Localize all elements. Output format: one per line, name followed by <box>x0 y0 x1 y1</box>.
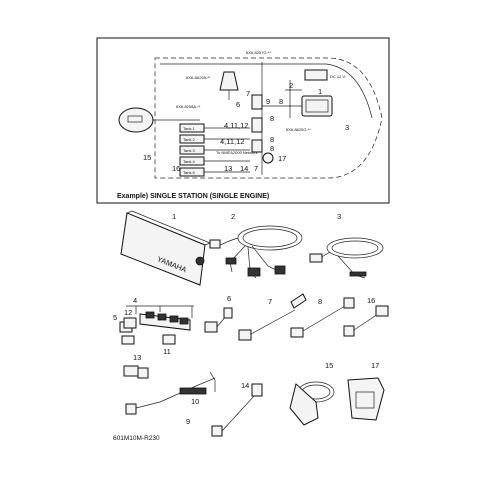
cable-8 <box>290 297 355 338</box>
part-num-10: 10 <box>191 397 199 406</box>
voltage-label: DC 12 V <box>330 74 345 79</box>
cable-14 <box>211 383 263 437</box>
callout-13: 13 <box>224 164 232 173</box>
code-label-2: 6X6-8257G-** <box>246 50 271 55</box>
part-num-5: 5 <box>113 313 117 322</box>
callout-16: 16 <box>172 164 180 173</box>
tank-label-4: Tank 4 <box>183 159 196 164</box>
connector-13 <box>123 365 149 379</box>
tank-label-2: Tank 2 <box>183 137 196 142</box>
part-num-17: 17 <box>371 361 379 370</box>
code-label-3: 6X6-8258A-** <box>176 104 201 109</box>
junction-box-2 <box>251 117 263 133</box>
part-num-11: 11 <box>163 347 171 356</box>
sensor-icon <box>219 71 239 100</box>
part-num-2: 2 <box>231 212 235 221</box>
callout-4a: 4,11,12 <box>224 121 248 130</box>
hull-inner-line <box>160 63 373 119</box>
tank-label-3: Tank 3 <box>183 148 196 153</box>
display-unit: YAMAHA <box>120 210 211 286</box>
cable-16 <box>343 305 389 337</box>
connector-12 <box>123 317 137 329</box>
callout-17: 17 <box>278 154 286 163</box>
part-num-9: 9 <box>186 417 190 426</box>
connector-11 <box>162 334 176 345</box>
tank-label-5: Tank 5 <box>183 170 196 175</box>
speed-sensor-icon <box>262 152 274 164</box>
callout-7b: 7 <box>254 164 258 173</box>
terminal-block-4 <box>126 305 194 331</box>
part-num-14: 14 <box>241 381 249 390</box>
callout-3: 3 <box>345 123 349 132</box>
tank-label-1: Tank 1 <box>183 126 196 131</box>
callout-1: 1 <box>318 87 322 96</box>
code-label-1: 6X6-8A205-** <box>186 75 211 80</box>
harness-9 <box>125 371 216 415</box>
gauge-unit-icon <box>301 95 333 117</box>
callout-7a: 7 <box>246 89 250 98</box>
figure-code: 601M10M-R230 <box>113 435 160 442</box>
callout-15: 15 <box>143 153 151 162</box>
boat-hull-outline <box>154 57 383 179</box>
callout-2: 2 <box>289 81 293 90</box>
network-label: To NMEA2000 Network <box>216 150 258 155</box>
part-num-12: 12 <box>124 308 132 317</box>
part-num-13: 13 <box>133 353 141 362</box>
cable-6 <box>204 307 233 333</box>
callout-8d: 8 <box>270 144 274 153</box>
part-num-4: 4 <box>133 296 137 305</box>
junction-box-3 <box>251 139 263 153</box>
callout-14: 14 <box>240 164 248 173</box>
example-caption: Example) SINGLE STATION (SINGLE ENGINE) <box>117 193 269 200</box>
cable-7 <box>238 293 307 341</box>
callout-8b: 8 <box>270 114 274 123</box>
part-num-7: 7 <box>268 297 272 306</box>
callout-8c: 8 <box>270 135 274 144</box>
callout-6: 6 <box>236 100 240 109</box>
harness-2 <box>209 225 303 279</box>
part-num-16: 16 <box>367 296 375 305</box>
junction-box-1 <box>251 94 263 110</box>
code-label-4: 6X6-8625G-** <box>286 127 311 132</box>
tank-senders <box>179 123 250 177</box>
sensor-17 <box>347 377 385 421</box>
part-num-6: 6 <box>227 294 231 303</box>
battery-icon <box>304 69 328 81</box>
part-num-1: 1 <box>172 212 176 221</box>
callout-4b: 4,11,12 <box>220 137 244 146</box>
part-num-3: 3 <box>337 212 341 221</box>
callout-8a: 8 <box>279 97 283 106</box>
connector-5b <box>121 335 135 345</box>
callout-9: 9 <box>266 97 270 106</box>
engine-icon <box>118 107 200 133</box>
schematic-frame <box>96 37 390 204</box>
harness-3 <box>309 237 384 279</box>
transducer-15 <box>289 381 335 426</box>
part-num-8: 8 <box>318 297 322 306</box>
part-num-15: 15 <box>325 361 333 370</box>
